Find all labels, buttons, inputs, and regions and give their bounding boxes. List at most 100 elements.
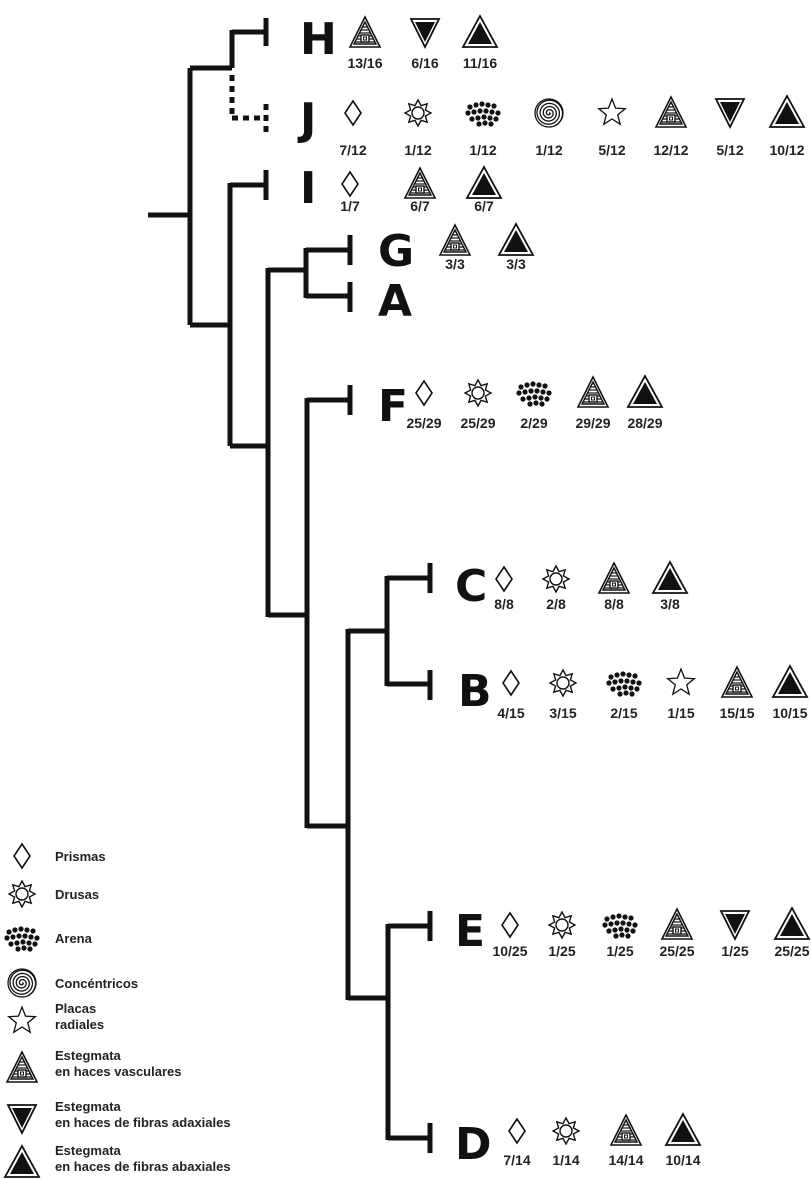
- legend-label: en haces vasculares: [55, 1064, 181, 1079]
- legend-label: Drusas: [55, 887, 99, 902]
- character-frequency: 3/8: [660, 596, 680, 612]
- clade-label-d: D: [455, 1119, 492, 1170]
- legend-label: en haces de fibras abaxiales: [55, 1159, 231, 1174]
- character-frequency: 12/12: [653, 142, 688, 158]
- estegmata-vasculares-icon: [609, 1113, 643, 1146]
- character-frequency: 2/8: [546, 596, 566, 612]
- placas-radiales-icon: [596, 97, 628, 126]
- character-frequency: 7/14: [503, 1152, 530, 1168]
- arena-icon: [602, 913, 638, 939]
- estegmata-adaxiales-icon: [719, 910, 751, 942]
- legend-label: Estegmata: [55, 1048, 122, 1063]
- estegmata-abaxiales-icon: [465, 165, 503, 199]
- character-frequency: 29/29: [575, 415, 610, 431]
- estegmata-vasculares-icon: [348, 15, 382, 48]
- estegmata-vasculares-icon: [576, 375, 610, 408]
- prismas-icon: [341, 170, 359, 198]
- estegmata-vasculares-icon: [660, 907, 694, 940]
- legend-label: Arena: [55, 931, 93, 946]
- character-frequency: 25/29: [460, 415, 495, 431]
- clade-d: D 7/14 1/14 14/14 10/14: [455, 1112, 702, 1170]
- character-frequency: 1/12: [535, 142, 562, 158]
- estegmata-vasculares-icon: [438, 223, 472, 256]
- arena-icon: [606, 671, 642, 697]
- drusas-icon: [548, 668, 578, 698]
- character-frequency: 28/29: [627, 415, 662, 431]
- arena-icon: [4, 926, 40, 952]
- legend-label: Prismas: [55, 849, 106, 864]
- clade-h: H 13/16 6/16 11/16: [300, 14, 499, 71]
- estegmata-adaxiales-icon: [6, 1104, 38, 1136]
- drusas-icon: [551, 1116, 581, 1146]
- drusas-icon: [463, 378, 493, 408]
- character-frequency: 1/25: [606, 943, 633, 959]
- legend-item-concentricos: Concéntricos: [7, 968, 138, 998]
- character-frequency: 6/16: [411, 55, 438, 71]
- character-frequency: 13/16: [347, 55, 382, 71]
- estegmata-abaxiales-icon: [3, 1144, 41, 1178]
- estegmata-abaxiales-icon: [768, 94, 806, 128]
- legend-label: Estegmata: [55, 1143, 122, 1158]
- estegmata-abaxiales-icon: [664, 1112, 702, 1146]
- character-frequency: 10/25: [492, 943, 527, 959]
- estegmata-abaxiales-icon: [773, 906, 811, 940]
- clade-label-h: H: [300, 14, 337, 65]
- legend-label: Placas: [55, 1001, 96, 1016]
- legend-item-arena: Arena: [4, 926, 93, 952]
- clade-label-i: I: [300, 163, 316, 214]
- drusas-icon: [7, 879, 37, 909]
- character-frequency: 2/29: [520, 415, 547, 431]
- drusas-icon: [403, 98, 433, 128]
- character-frequency: 1/12: [404, 142, 431, 158]
- character-frequency: 1/14: [552, 1152, 579, 1168]
- clade-a: A: [378, 276, 412, 327]
- legend-item-prismas: Prismas: [13, 842, 106, 870]
- character-frequency: 3/15: [549, 705, 576, 721]
- estegmata-adaxiales-icon: [714, 98, 746, 130]
- character-frequency: 1/25: [548, 943, 575, 959]
- character-frequency: 2/15: [610, 705, 637, 721]
- clade-label-a: A: [378, 276, 412, 327]
- drusas-icon: [547, 910, 577, 940]
- legend-label: Estegmata: [55, 1099, 122, 1114]
- character-frequency: 6/7: [410, 198, 430, 214]
- character-frequency: 5/12: [598, 142, 625, 158]
- clade-label-b: B: [458, 666, 492, 717]
- character-frequency: 6/7: [474, 198, 494, 214]
- prismas-icon: [495, 565, 513, 593]
- character-frequency: 10/14: [665, 1152, 700, 1168]
- character-frequency: 1/12: [469, 142, 496, 158]
- arena-icon: [465, 101, 501, 127]
- prismas-icon: [508, 1117, 526, 1145]
- arena-icon: [516, 381, 552, 407]
- estegmata-abaxiales-icon: [461, 14, 499, 48]
- character-frequency: 10/15: [772, 705, 807, 721]
- character-frequency: 3/3: [506, 256, 526, 272]
- clade-label-c: C: [455, 561, 487, 612]
- character-frequency: 25/25: [774, 943, 809, 959]
- prismas-icon: [502, 669, 520, 697]
- character-frequency: 25/29: [406, 415, 441, 431]
- character-frequency: 25/25: [659, 943, 694, 959]
- character-frequency: 4/15: [497, 705, 524, 721]
- prismas-icon: [415, 379, 433, 407]
- drusas-icon: [541, 564, 571, 594]
- character-frequency: 11/16: [463, 55, 497, 71]
- character-frequency: 14/14: [608, 1152, 643, 1168]
- legend: PrismasDrusasArenaConcéntricosPlacasradi…: [3, 842, 231, 1178]
- character-frequency: 8/8: [494, 596, 514, 612]
- clade-label-g: G: [378, 226, 414, 277]
- estegmata-abaxiales-icon: [626, 374, 664, 408]
- legend-label: en haces de fibras adaxiales: [55, 1115, 231, 1130]
- estegmata-vasculares-icon: [654, 95, 688, 128]
- character-frequency: 1/7: [340, 198, 360, 214]
